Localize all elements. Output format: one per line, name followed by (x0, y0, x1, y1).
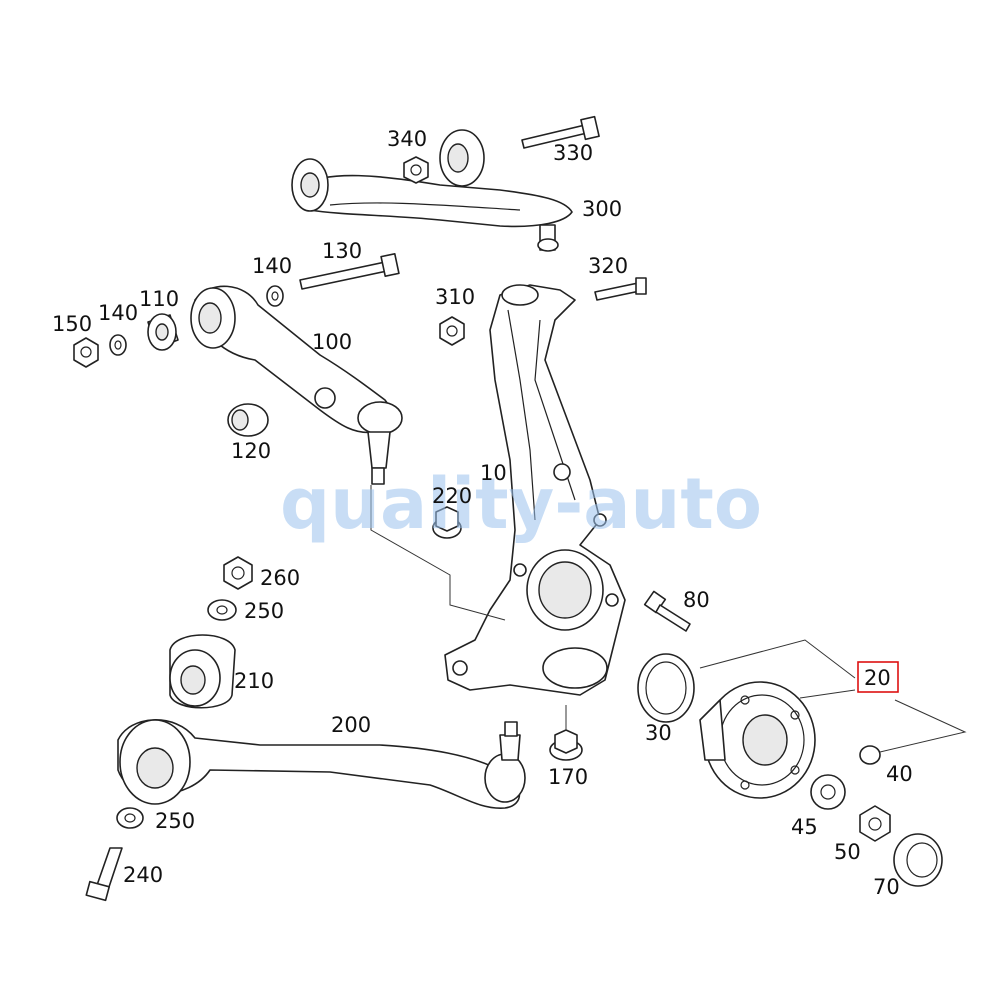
label-250-lower: 250 (155, 809, 195, 833)
cap-70 (893, 833, 943, 887)
rear-lower-arm (117, 719, 526, 809)
label-250-upper: 250 (244, 599, 284, 623)
label-120: 120 (231, 439, 271, 463)
washer-250-lower (116, 807, 144, 829)
label-330: 330 (553, 141, 593, 165)
front-lower-arm (190, 285, 403, 485)
nut-260 (223, 556, 253, 590)
label-210: 210 (234, 669, 274, 693)
nut-340 (403, 156, 429, 184)
bushing-110 (147, 313, 179, 351)
bushing-120 (227, 403, 269, 437)
bushing-210 (169, 634, 236, 709)
label-110: 110 (139, 287, 179, 311)
label-40: 40 (886, 762, 913, 786)
nut-310 (439, 316, 465, 346)
label-140-upper: 140 (252, 254, 292, 278)
label-240: 240 (123, 863, 163, 887)
bolt-240 (85, 847, 123, 902)
leader-lines (370, 485, 967, 753)
bolt-330 (521, 115, 600, 149)
label-10: 10 (480, 461, 507, 485)
nut-220 (432, 506, 462, 539)
label-320: 320 (588, 254, 628, 278)
washer-140-lower (109, 334, 127, 356)
seal-30 (637, 653, 695, 723)
nut-170 (549, 729, 583, 761)
label-170: 170 (548, 765, 588, 789)
label-140-lower: 140 (98, 301, 138, 325)
wheel-hub-20 (699, 681, 816, 799)
bolt-40 (859, 745, 881, 765)
label-45: 45 (791, 815, 818, 839)
label-130: 130 (322, 239, 362, 263)
label-70: 70 (873, 875, 900, 899)
part-labels: 340 330 300 130 140 320 310 110 140 150 … (52, 127, 913, 899)
washer-250-upper (207, 599, 237, 621)
washer-140-upper (266, 285, 284, 307)
label-50: 50 (834, 840, 861, 864)
label-20: 20 (864, 666, 891, 690)
label-80: 80 (683, 588, 710, 612)
label-260: 260 (260, 566, 300, 590)
label-200: 200 (331, 713, 371, 737)
washer-45 (810, 774, 846, 810)
watermark: quality-auto (280, 463, 762, 545)
label-150: 150 (52, 312, 92, 336)
steering-knuckle (444, 284, 626, 696)
label-30: 30 (645, 721, 672, 745)
label-220: 220 (432, 484, 472, 508)
bolt-320 (594, 277, 647, 301)
upper-control-arm (291, 129, 573, 252)
label-340: 340 (387, 127, 427, 151)
label-310: 310 (435, 285, 475, 309)
bolt-130 (299, 252, 400, 290)
label-100: 100 (312, 330, 352, 354)
nut-50 (859, 805, 891, 842)
highlight-box (857, 661, 899, 693)
bolt-80 (643, 590, 691, 632)
nut-150 (73, 337, 99, 368)
label-300: 300 (582, 197, 622, 221)
